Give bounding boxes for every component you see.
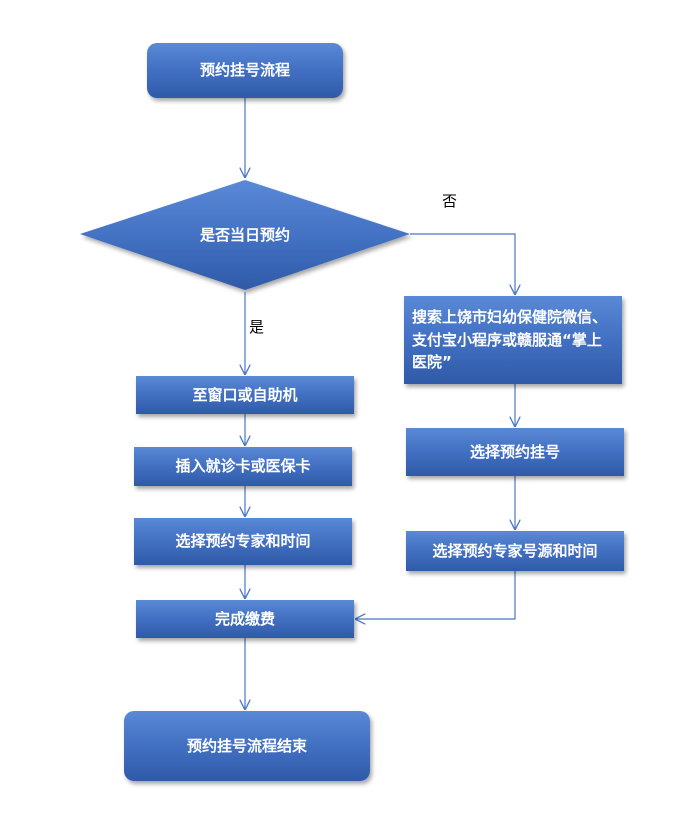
start-node: 预约挂号流程 [147, 43, 343, 98]
edge-choose-pay-right [356, 571, 516, 619]
search-node: 搜索上饶市妇幼保健院微信、支付宝小程序或赣服通“掌上医院” [404, 296, 622, 384]
choose-registration-node: 选择预约挂号 [406, 428, 624, 476]
pay-node: 完成缴费 [136, 600, 354, 638]
decision-diamond [80, 180, 410, 290]
choose-expert-left-node: 选择预约专家和时间 [134, 518, 352, 565]
end-node: 预约挂号流程结束 [124, 711, 370, 781]
decision-label: 是否当日预约 [199, 225, 290, 244]
edge-label-no: 否 [442, 192, 458, 210]
insert-card-node: 插入就诊卡或医保卡 [134, 447, 352, 486]
edge-decision-search [410, 233, 515, 294]
window-node: 至窗口或自助机 [136, 376, 354, 414]
edge-label-yes: 是 [249, 318, 265, 336]
choose-expert-right-node: 选择预约专家号源和时间 [406, 531, 624, 571]
